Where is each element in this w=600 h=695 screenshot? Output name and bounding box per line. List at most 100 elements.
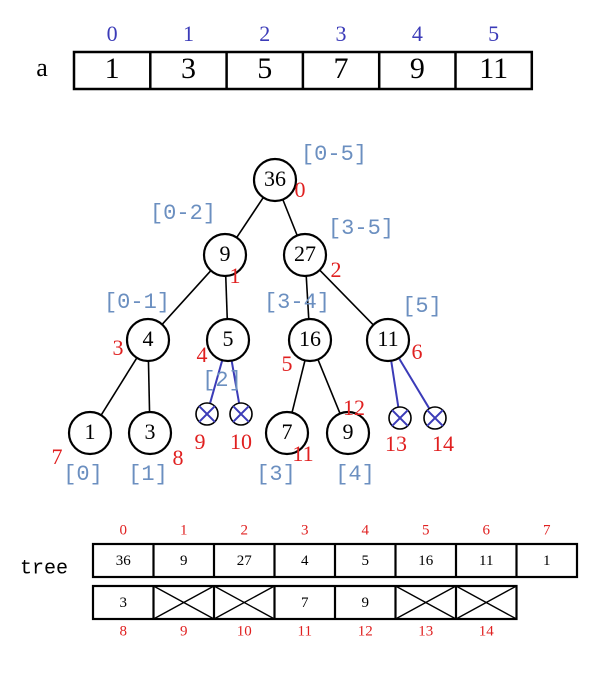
array-cell-value: 1	[105, 52, 120, 85]
empty-node-cross	[198, 405, 216, 423]
storage-cell-value: 11	[479, 553, 493, 569]
tree-node	[205, 317, 251, 363]
tree-edge	[224, 275, 229, 320]
storage-empty-cross	[153, 585, 215, 620]
tree-node-value: 9	[220, 241, 231, 266]
tree-edge	[161, 270, 212, 325]
tree-node-index: 2	[331, 257, 342, 282]
tree-node-index: 7	[52, 444, 63, 469]
tree-edge	[282, 199, 298, 236]
tree-node-range: [2]	[202, 368, 242, 393]
tree-node	[127, 410, 173, 456]
array-cell-value: 3	[181, 52, 196, 85]
tree-node-value: 1	[85, 419, 96, 444]
tree-node-value: 4	[143, 326, 154, 351]
tree-node-value: 9	[343, 419, 354, 444]
storage-cell-value: 5	[362, 553, 370, 569]
tree-edge	[397, 357, 431, 410]
storage-index-label: 14	[479, 623, 495, 639]
tree-node-range: [0-5]	[301, 142, 367, 167]
storage-cell-value: 9	[180, 553, 188, 569]
storage-cell-value: 16	[418, 553, 434, 569]
storage-index-label: 2	[241, 522, 249, 538]
storage-index-label: 5	[422, 522, 430, 538]
storage-index-label: 13	[418, 623, 433, 639]
array-index-label: 5	[488, 21, 499, 46]
storage-index-label: 0	[120, 522, 128, 538]
tree-node	[325, 410, 371, 456]
tree-node-value: 5	[223, 326, 234, 351]
array-cell-value: 7	[334, 52, 349, 85]
tree-node	[287, 317, 333, 363]
storage-cell-value: 36	[116, 553, 132, 569]
tree-edge	[319, 269, 374, 326]
tree-node-range: [3-5]	[328, 216, 394, 241]
tree-edge	[100, 357, 138, 416]
tree-node	[365, 317, 411, 363]
storage-index-label: 7	[543, 522, 551, 538]
storage-empty-cross	[455, 585, 517, 620]
storage-name-label: tree	[20, 557, 68, 580]
tree-node-index: 13	[385, 431, 407, 456]
tree-node-value: 11	[377, 326, 398, 351]
tree-edge	[390, 360, 400, 408]
tree-node-index: 5	[282, 351, 293, 376]
array-index-label: 0	[107, 21, 118, 46]
storage-index-label: 6	[483, 522, 491, 538]
tree-node-value: 27	[294, 241, 316, 266]
tree-edge	[291, 360, 306, 413]
tree-node-value: 36	[264, 166, 286, 191]
storage-index-label: 11	[298, 623, 312, 639]
tree-node-range: [3-4]	[264, 290, 330, 315]
array-index-label: 3	[336, 21, 347, 46]
tree-node-index: 4	[197, 342, 208, 367]
storage-index-label: 8	[120, 623, 128, 639]
storage-index-label: 12	[358, 623, 373, 639]
tree-node-value: 7	[282, 419, 293, 444]
tree-edge	[235, 197, 265, 238]
empty-node-cross	[426, 409, 444, 427]
tree-node-index: 12	[343, 395, 365, 420]
tree-edge	[147, 360, 151, 413]
tree-node-index: 14	[432, 431, 454, 456]
tree-edge	[230, 360, 241, 404]
storage-row-outline	[91, 584, 518, 621]
tree-node	[67, 410, 113, 456]
storage-cell-value: 9	[362, 595, 370, 611]
tree-node-value: 3	[145, 419, 156, 444]
tree-node-index: 6	[412, 339, 423, 364]
tree-node-index: 10	[230, 429, 252, 454]
tree-node	[125, 317, 171, 363]
array-index-label: 4	[412, 21, 423, 46]
storage-cell-value: 27	[237, 553, 253, 569]
storage-index-label: 4	[362, 522, 370, 538]
tree-node-range: [4]	[335, 462, 375, 487]
array-name-label: a	[36, 53, 48, 82]
tree-edges	[100, 197, 431, 416]
tree-node-range: [1]	[128, 462, 168, 487]
tree-node-index: 3	[113, 335, 124, 360]
storage-empty-cross	[395, 585, 457, 620]
storage-cell-value: 4	[301, 553, 309, 569]
array-cell-value: 5	[257, 52, 272, 85]
tree-node-range: [0]	[63, 462, 103, 487]
array-index-label: 2	[259, 21, 270, 46]
tree-node-index: 0	[295, 177, 306, 202]
storage-index-label: 3	[301, 522, 309, 538]
empty-node-cross	[391, 409, 409, 427]
tree-node-index: 1	[230, 263, 241, 288]
storage-index-label: 9	[180, 623, 188, 639]
array-index-label: 1	[183, 21, 194, 46]
storage-cell-value: 7	[301, 595, 309, 611]
tree-node-value: 16	[299, 326, 321, 351]
tree-node-range: [3]	[256, 462, 296, 487]
tree-node-index: 11	[292, 441, 313, 466]
tree-node	[264, 410, 310, 456]
storage-index-label: 1	[180, 522, 188, 538]
array-cell-value: 9	[410, 52, 425, 85]
tree-node	[252, 157, 298, 203]
